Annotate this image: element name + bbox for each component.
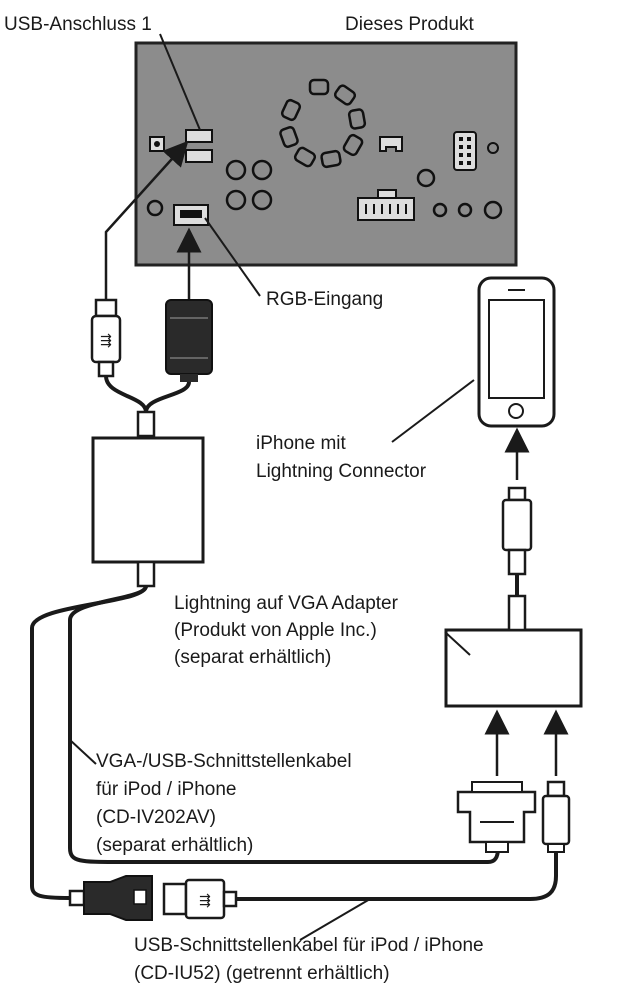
product-rear-panel	[134, 41, 518, 267]
usb-cable	[236, 850, 558, 901]
adapter-label-line2: (Produkt von Apple Inc.)	[174, 620, 377, 641]
splitter-bottom-connector	[136, 560, 156, 588]
vga-cable-label-line1: VGA-/USB-Schnittstellenkabel	[96, 751, 352, 772]
rgb-input-label: RGB-Eingang	[266, 289, 383, 310]
harness-connector-icon	[357, 189, 415, 221]
usb-port-2-icon	[185, 149, 213, 163]
usb-female-connector	[68, 875, 153, 921]
long-cables	[30, 585, 500, 900]
iphone-icon	[477, 276, 556, 428]
usb-male-connector: ⇶	[162, 878, 238, 920]
lightning-vga-adapter	[444, 628, 583, 708]
svg-text:⇶: ⇶	[100, 333, 112, 349]
small-connector-icon	[379, 136, 403, 152]
rca-jacks-icon	[146, 159, 273, 217]
lightning-plug-lower	[541, 709, 571, 853]
fan-icon	[279, 78, 367, 169]
iphone-label-line2: Lightning Connector	[256, 461, 427, 482]
vga-connector	[456, 709, 537, 853]
vga-cable-label-line3: (CD-IV202AV)	[96, 807, 216, 828]
rgb-plug	[165, 227, 213, 382]
multi-pin-connector-icon	[453, 131, 477, 171]
usb-cable-leader-line	[299, 898, 371, 941]
vga-cable-label-line2: für iPod / iPhone	[96, 779, 236, 800]
splitter-top-connector	[136, 410, 156, 438]
vga-cable-leader-line	[69, 739, 97, 765]
usb-port-leader-line	[159, 33, 201, 131]
splitter-cables	[104, 375, 191, 413]
svg-text:⇶: ⇶	[199, 893, 211, 909]
adapter-label-line3: (separat erhältlich)	[174, 647, 331, 668]
product-label: Dieses Produkt	[345, 14, 475, 35]
antenna-jack-icon	[416, 168, 436, 188]
rgb-input-leader-line	[204, 217, 261, 297]
usb-cable-label-line2: (CD-IU52) (getrennt erhältlich)	[134, 963, 390, 984]
vga-cable-label-line4: (separat erhältlich)	[96, 835, 253, 856]
usb-plug-left: ⇶	[90, 140, 189, 378]
usb-port-label: USB-Anschluss 1	[4, 14, 152, 35]
interface-box	[91, 436, 205, 564]
adapter-label-line1: Lightning auf VGA Adapter	[174, 593, 399, 614]
usb-port-1-icon	[185, 129, 213, 143]
adapter-cable-strain	[507, 594, 527, 632]
iphone-label-line1: iPhone mit	[256, 433, 346, 454]
lightning-plug-upper	[501, 427, 533, 576]
usb-cable-label-line1: USB-Schnittstellenkabel für iPod / iPhon…	[134, 935, 484, 956]
adapter-leader-line	[444, 631, 471, 656]
iphone-leader-line	[391, 379, 475, 443]
